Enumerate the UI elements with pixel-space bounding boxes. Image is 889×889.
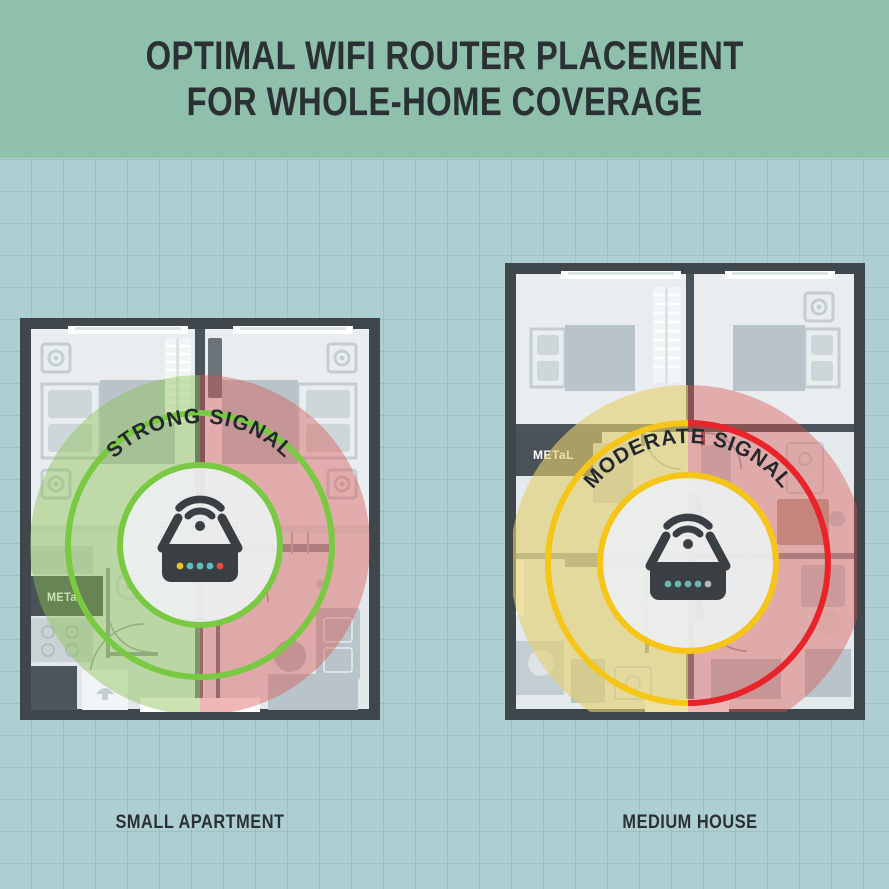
pillow xyxy=(48,390,92,418)
metal-label-text: METaL xyxy=(47,592,84,605)
lamp-ring xyxy=(810,298,828,316)
wardrobe-right xyxy=(208,338,222,398)
pillow xyxy=(306,424,350,452)
router-led-5 xyxy=(216,562,224,570)
lamp-ring xyxy=(47,475,65,493)
pillow xyxy=(537,335,559,355)
entry-threshold xyxy=(140,698,260,712)
stair-rail-r xyxy=(665,287,668,383)
cushion xyxy=(323,617,353,643)
table-round-r xyxy=(817,611,841,635)
lamp-ring xyxy=(47,349,65,367)
header-banner: OPTIMAL WIFI ROUTER PLACEMENT FOR WHOLE-… xyxy=(0,0,889,158)
partition-wall xyxy=(106,568,110,658)
router-led-4-r xyxy=(694,580,702,588)
window-mullion xyxy=(732,272,828,275)
router-antenna-right-r xyxy=(705,531,731,571)
lamp-center xyxy=(53,355,59,361)
window-mullion xyxy=(75,327,181,330)
nightstand-lamp-r xyxy=(803,291,835,323)
pillow xyxy=(811,361,833,381)
wall-stroke-r xyxy=(505,263,865,720)
shower-head xyxy=(798,452,812,466)
kitchen-cabinet xyxy=(31,618,93,662)
page-title-line-2: FOR WHOLE-HOME COVERAGE xyxy=(186,80,703,124)
stair-rail xyxy=(176,338,179,422)
partition-wall-2 xyxy=(106,652,158,656)
interior-wall-vertical-bottom xyxy=(195,573,203,709)
closet-block xyxy=(31,666,77,710)
wifi-dot-r xyxy=(683,539,693,549)
lamp-ring xyxy=(333,475,351,493)
signal-ring-outer xyxy=(65,410,335,680)
caption-small-apartment: SMALL APARTMENT xyxy=(115,812,285,833)
router-led-3 xyxy=(196,562,204,570)
window-mullion xyxy=(568,272,674,275)
wifi-arc-inner xyxy=(184,507,216,520)
page-title-line-1: OPTIMAL WIFI ROUTER PLACEMENT xyxy=(145,34,744,78)
lamp-ring xyxy=(333,349,351,367)
pillow xyxy=(48,424,92,452)
signal-overlay-small-apartment: STRONG SIGNAL xyxy=(30,375,370,712)
signal-overlay-medium-house: MODERATE SIGNAL xyxy=(513,385,857,712)
bed-mattress-2 xyxy=(733,325,805,391)
kitchen-counter xyxy=(31,546,93,574)
wall-stroke xyxy=(20,318,380,720)
router-icon-small-apartment xyxy=(157,495,243,582)
router-led-5-r xyxy=(704,580,712,588)
inner-partition xyxy=(216,618,220,700)
lamp-center xyxy=(339,481,345,487)
router-led-4 xyxy=(206,562,214,570)
router-antenna-left-r xyxy=(645,531,671,571)
pillow xyxy=(811,335,833,355)
bed-mattress-right xyxy=(222,380,298,464)
nightstand-lamp-top xyxy=(40,342,72,374)
lamp-center xyxy=(339,355,345,361)
wall-vertical-top-right xyxy=(686,274,694,424)
floorplan-medium-house[interactable]: METaL xyxy=(505,263,865,720)
interior-wall-vertical-top xyxy=(195,329,205,525)
nightstand-lamp-top-right xyxy=(326,342,358,374)
wifi-arc-outer-r xyxy=(663,513,713,530)
wifi-arc-outer xyxy=(175,495,225,512)
router-antenna-right xyxy=(217,513,243,553)
signal-ring-inner-r xyxy=(597,472,779,654)
router-led-2-r xyxy=(674,580,682,588)
router-icon-medium-house xyxy=(645,513,731,600)
bed-small xyxy=(805,649,851,697)
wifi-arc-inner-r xyxy=(672,525,704,538)
caption-medium-house: MEDIUM HOUSE xyxy=(622,812,758,833)
side-lamp xyxy=(316,580,324,588)
signal-ring-outer-right xyxy=(687,420,831,706)
chair xyxy=(829,511,845,527)
pillow xyxy=(306,390,350,418)
tv-console xyxy=(268,674,358,710)
signal-zone-strong xyxy=(30,375,200,712)
pillow xyxy=(537,361,559,381)
router-led-2 xyxy=(186,562,194,570)
armchair xyxy=(801,565,845,607)
router-led-1 xyxy=(176,562,184,570)
router-antenna-left xyxy=(157,513,183,553)
wifi-dot xyxy=(195,521,205,531)
router-led-1-r xyxy=(664,580,672,588)
door-jamb-b xyxy=(701,428,705,446)
signal-zone-weak xyxy=(200,375,370,712)
bed-mattress-1 xyxy=(565,325,635,391)
lamp-center xyxy=(816,304,822,310)
cushion xyxy=(323,647,353,673)
door-arc-b xyxy=(704,432,742,470)
nightstand-lamp-bottom xyxy=(40,468,72,500)
floorplan-small-apartment[interactable]: METaL xyxy=(20,318,380,720)
stove-burners xyxy=(41,625,79,657)
lamp-center xyxy=(53,481,59,487)
router-led-3-r xyxy=(684,580,692,588)
nightstand-lamp-bottom-right xyxy=(326,468,358,500)
toilet-tank xyxy=(102,690,108,700)
metal-obstruction-left xyxy=(31,576,103,616)
window-mullion xyxy=(240,327,346,330)
signal-ring-outer-left xyxy=(545,420,689,706)
sofa xyxy=(316,608,360,680)
signal-ring-inner xyxy=(117,462,283,628)
